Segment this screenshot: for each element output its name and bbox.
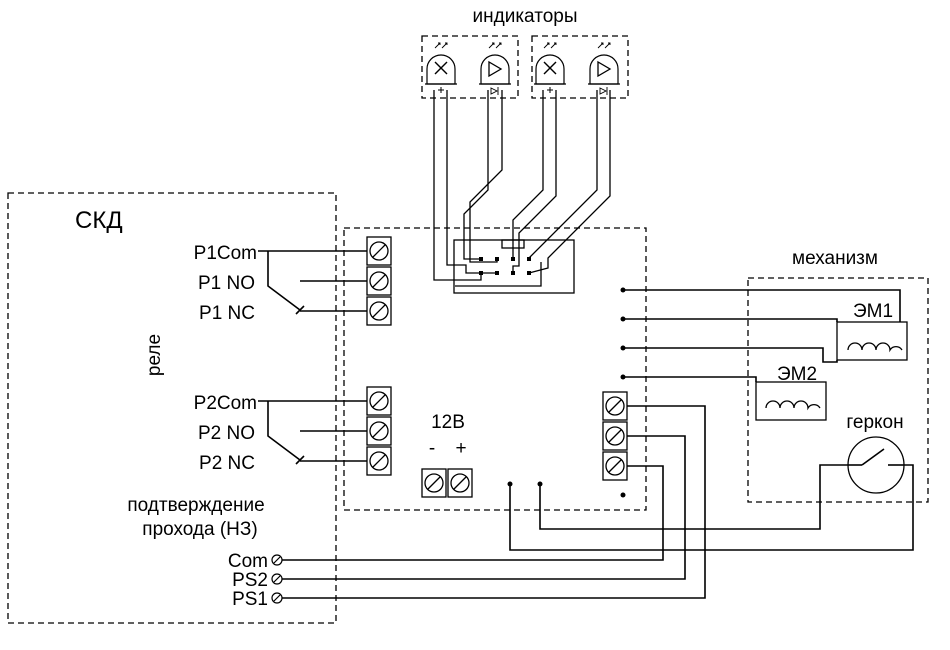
confirm-label-line1: подтверждение [127, 495, 264, 516]
led-icon [587, 42, 621, 96]
connector-pins [479, 257, 531, 275]
skd-label: СКД [75, 207, 123, 234]
em1-label: ЭМ1 [853, 301, 893, 322]
p2nc-label: P2 NC [199, 453, 255, 474]
reed-label: геркон [846, 412, 903, 433]
p1com-label: P1Com [194, 243, 257, 264]
p1no-label: P1 NO [198, 273, 255, 294]
skd-frame [7, 192, 337, 624]
p2com-label: P2Com [194, 393, 257, 414]
relay-wires [258, 250, 367, 465]
ps1-label: PS1 [232, 589, 268, 610]
relay1-terminal-block [366, 236, 392, 326]
indicator-wires [433, 90, 611, 287]
em1-coil [836, 321, 908, 361]
confirm-label-line2: прохода (НЗ) [142, 519, 257, 540]
controller-frame [343, 227, 647, 511]
mechanism-wires [509, 289, 914, 551]
indicator-group-1-frame [421, 35, 519, 99]
confirmation-wires [282, 405, 706, 599]
power-terminal-block [421, 468, 473, 498]
p1nc-label: P1 NC [199, 303, 255, 324]
sensor-terminal-block [602, 391, 628, 481]
ps2-terminal [271, 573, 283, 585]
reed-switch [847, 436, 905, 494]
em2-coil [755, 381, 827, 421]
com-label: Com [228, 551, 268, 572]
ps1-terminal [271, 592, 283, 604]
indicators-label: индикаторы [473, 6, 578, 27]
com-terminal [271, 554, 283, 566]
ps2-label: PS2 [232, 570, 268, 591]
relay2-terminal-block [366, 386, 392, 476]
power-label: 12В [431, 412, 465, 433]
mechanism-frame [747, 277, 929, 503]
lamp-icon [533, 42, 567, 94]
power-minus-label: - [429, 438, 435, 459]
p2no-label: P2 NO [198, 423, 255, 444]
mechanism-label: механизм [792, 248, 878, 269]
lamp-icon [424, 42, 458, 94]
relay-label: реле [144, 334, 165, 376]
indicator-group-2-frame [531, 35, 629, 99]
power-plus-label: + [455, 438, 466, 459]
led-icon [478, 42, 512, 96]
em2-label: ЭМ2 [777, 364, 817, 385]
